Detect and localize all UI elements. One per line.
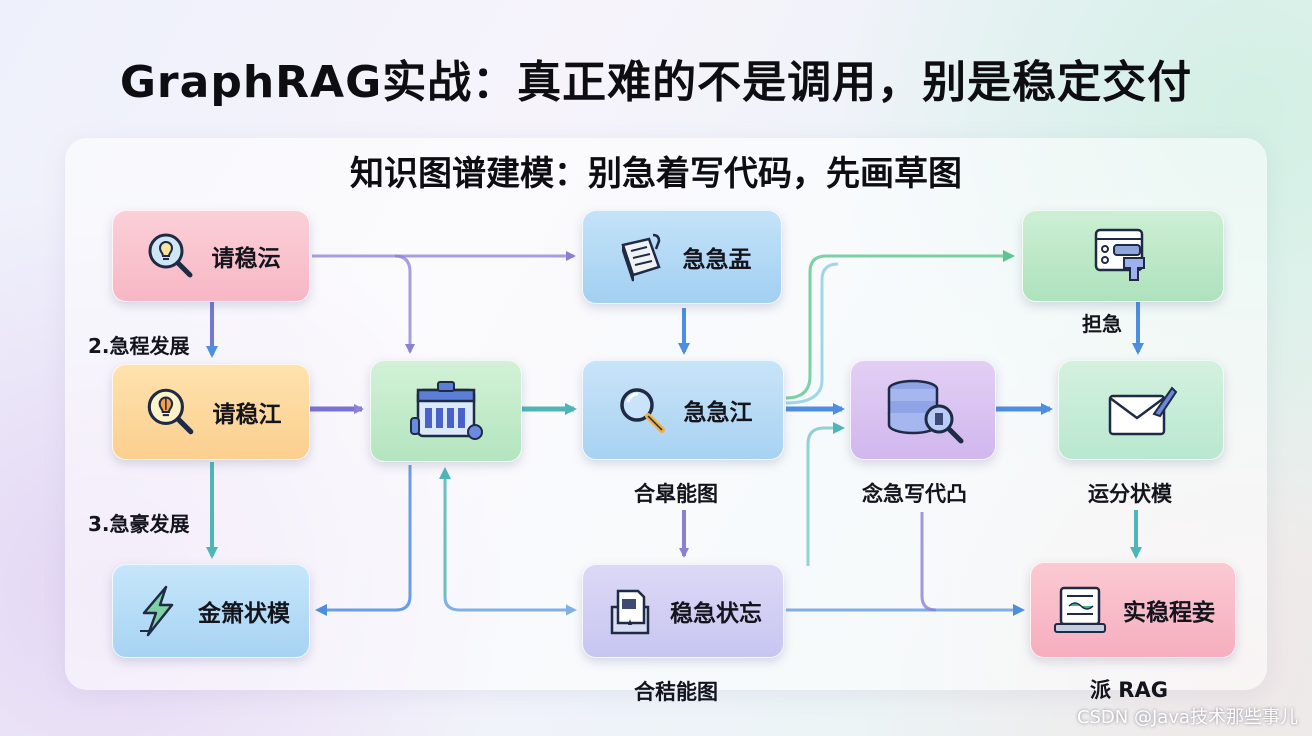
node-8[interactable]	[1022, 210, 1224, 302]
calendar-chart-icon	[410, 381, 483, 440]
node-3-label: 金箫状模	[198, 601, 290, 627]
arrow-n5-to-n8-inner	[785, 262, 839, 405]
node-1-label: 请稳沄	[211, 246, 281, 272]
arrow-hub-to-n6	[443, 596, 577, 616]
arrow-n7-to-n10	[920, 512, 937, 612]
notepad-icon	[620, 233, 661, 282]
page-title: GraphRAG实战：真正难的不是调用，别是稳定交付	[119, 57, 1193, 108]
envelope-pen-icon	[1108, 386, 1178, 436]
node-5-caption: 合皐能图	[634, 482, 718, 506]
node-6[interactable]: 稳急状忘	[582, 564, 784, 658]
node-4-label: 急急盂	[682, 247, 752, 273]
node-5-label: 急急江	[683, 400, 753, 426]
node-7-caption: 念急写代凸	[862, 482, 967, 506]
arrow-n5-to-n8	[785, 250, 1015, 400]
watermark: CSDN @Java技术那些事儿	[1076, 707, 1298, 728]
search-icon	[619, 388, 665, 433]
node-3[interactable]: 金箫状模	[112, 564, 310, 658]
document-laptop-icon	[1054, 586, 1106, 633]
arrow-n6-to-n7	[806, 422, 845, 566]
node-6-label: 稳急状忘	[670, 601, 762, 627]
folder-document-icon	[610, 589, 650, 635]
lightning-bolt-icon	[140, 585, 174, 637]
node-1[interactable]: 请稳沄	[112, 210, 310, 302]
node-6-caption: 合秸能图	[634, 680, 718, 704]
node-10[interactable]: 实稳程妾	[1030, 562, 1236, 658]
node-7[interactable]	[850, 360, 996, 460]
node-8-caption: 担急	[1082, 312, 1122, 336]
step-2-caption: 2.急程发展	[88, 334, 190, 358]
magnifier-lightbulb-icon	[147, 388, 193, 435]
node-9[interactable]	[1058, 360, 1224, 460]
hub-node[interactable]	[370, 360, 522, 462]
database-search-icon	[887, 379, 964, 444]
step-3-caption: 3.急豪发展	[88, 512, 190, 536]
node-9-caption: 运分状模	[1088, 482, 1172, 506]
node-5[interactable]: 急急江	[582, 360, 784, 460]
diagram-subtitle: 知识图谱建模：别急着写代码，先画草图	[350, 154, 962, 194]
node-2[interactable]: 请稳江	[112, 364, 310, 460]
node-4[interactable]: 急急盂	[582, 210, 782, 304]
dashboard-tools-icon	[1094, 228, 1145, 281]
node-2-label: 请稳江	[212, 402, 282, 428]
arrow-hub-to-n3	[315, 465, 412, 616]
arrow-n1-to-hub	[394, 254, 415, 354]
node-10-caption: 派 RAG	[1090, 678, 1168, 702]
node-10-label: 实稳程妾	[1123, 600, 1215, 626]
magnifier-bulb-icon	[148, 233, 192, 278]
